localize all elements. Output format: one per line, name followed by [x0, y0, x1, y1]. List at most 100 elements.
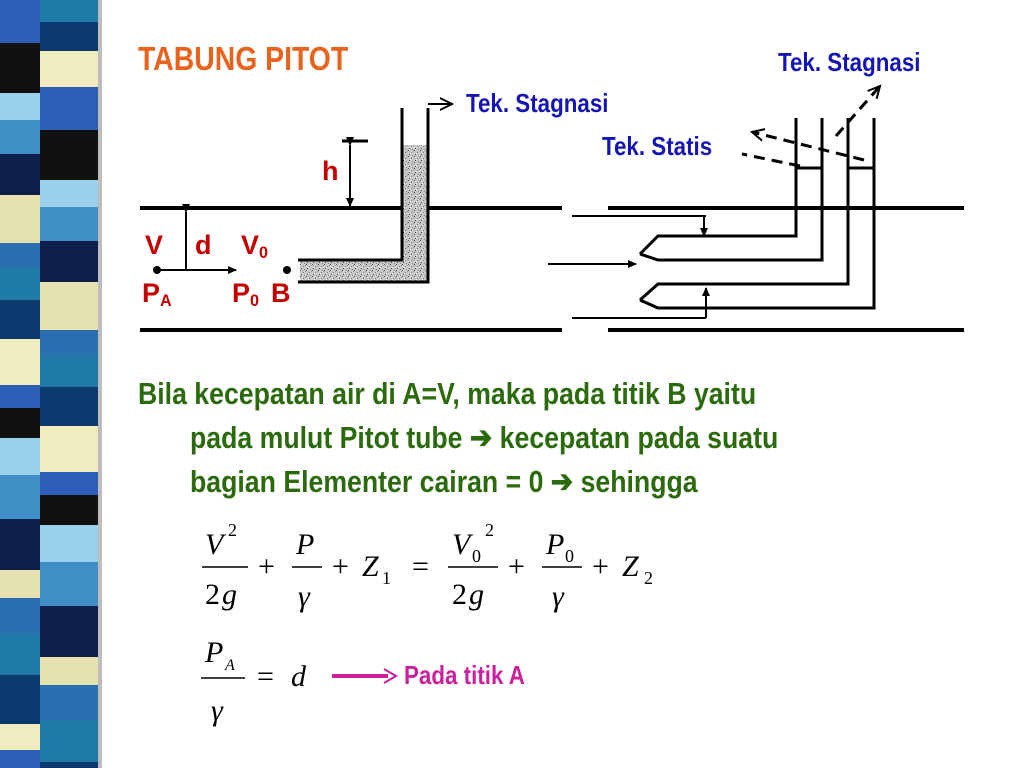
strip-block [40, 0, 98, 22]
strip-block [40, 525, 98, 562]
strip-block [40, 562, 98, 606]
svg-text:+: + [258, 550, 275, 583]
pitot-tube-outer-wall [298, 108, 430, 284]
bernoulli-equation: V 2 2 g + P γ + Z 1 = V 0 2 2 g + P 0 γ … [202, 520, 653, 613]
right-arrow-icon: ➔ [469, 420, 493, 455]
svg-text:γ: γ [298, 580, 311, 613]
label-d: d [195, 230, 212, 260]
strip-block [0, 268, 40, 300]
svg-text:Z: Z [362, 550, 379, 583]
svg-text:P: P [204, 636, 223, 669]
strip-block [40, 87, 98, 130]
leader-statis-1 [752, 132, 865, 162]
svg-text:A: A [224, 657, 235, 674]
strip-block [0, 93, 40, 120]
paragraph-line-3: bagian Elementer cairan = 0 ➔ sehingga [190, 464, 698, 499]
svg-text:g: g [222, 578, 237, 611]
pink-arrow-icon [332, 668, 398, 684]
strip-block [0, 750, 40, 768]
pitot-tube-inner-wall [298, 108, 404, 262]
svg-text:γ: γ [211, 694, 224, 727]
strip-block [40, 495, 98, 525]
svg-text:0: 0 [565, 546, 574, 566]
strip-block [40, 22, 98, 51]
strip-block [0, 633, 40, 675]
svg-text:2: 2 [228, 520, 237, 540]
strip-block [40, 180, 98, 207]
strip-block [0, 43, 40, 93]
decorative-side-strip [0, 0, 118, 768]
body-paragraph: Bila kecepatan air di A=V, maka pada tit… [138, 372, 874, 504]
strip-block [40, 762, 98, 768]
svg-text:0: 0 [472, 546, 481, 566]
strip-block [0, 570, 40, 598]
svg-text:g: g [469, 578, 484, 611]
svg-text:1: 1 [382, 568, 391, 588]
strip-block [40, 207, 98, 241]
paragraph-line-2: pada mulut Pitot tube ➔ kecepatan pada s… [190, 420, 779, 455]
strip-block [40, 355, 98, 387]
strip-block [0, 438, 40, 475]
strip-block [40, 685, 98, 720]
strip-block [0, 475, 40, 519]
strip-block [0, 195, 40, 243]
strip-block [40, 51, 98, 87]
strip-block [40, 657, 98, 685]
label-pa: PA [142, 278, 172, 311]
strip-block [0, 120, 40, 154]
svg-text:P: P [295, 528, 314, 561]
svg-text:2: 2 [452, 578, 467, 611]
svg-text:=: = [412, 550, 429, 583]
svg-text:+: + [592, 550, 609, 583]
strip-block [0, 724, 40, 750]
pressure-head-equation: P A γ = d [201, 636, 307, 727]
label-tek-stagnasi-right: Tek. Stagnasi [778, 47, 921, 77]
eq1-v: V [205, 528, 227, 561]
label-h: h [322, 156, 339, 186]
prandtl-tube [638, 118, 876, 310]
label-tek-statis: Tek. Statis [602, 131, 713, 161]
strip-block [0, 408, 40, 438]
svg-text:=: = [257, 660, 274, 693]
svg-text:V: V [452, 528, 474, 561]
svg-text:γ: γ [552, 580, 565, 613]
strip-block [0, 300, 40, 339]
strip-block [40, 130, 98, 180]
strip-block [40, 387, 98, 426]
strip-block [0, 154, 40, 195]
svg-text:2: 2 [644, 568, 653, 588]
strip-block [40, 426, 98, 472]
svg-text:2: 2 [485, 520, 494, 540]
svg-text:2: 2 [205, 578, 220, 611]
strip-block [0, 339, 40, 385]
svg-text:Z: Z [622, 550, 639, 583]
strip-block [40, 606, 98, 657]
strip-block [40, 282, 98, 330]
strip-block [0, 675, 40, 724]
svg-text:+: + [332, 550, 349, 583]
strip-block [0, 243, 40, 268]
label-tek-stagnasi-left: Tek. Stagnasi [466, 88, 609, 118]
svg-text:P: P [545, 528, 564, 561]
right-arrow-icon: ➔ [550, 464, 574, 499]
paragraph-line-1: Bila kecepatan air di A=V, maka pada tit… [138, 376, 757, 411]
strip-block [0, 598, 40, 633]
strip-block [0, 385, 40, 408]
strip-block [40, 241, 98, 282]
strip-block [40, 720, 98, 762]
note-pada-titik-a: Pada titik A [404, 660, 525, 690]
leader-stagnasi-right [834, 86, 880, 137]
label-p0: P0 [232, 278, 260, 311]
pitot-diagram [140, 0, 964, 332]
label-v: V [145, 230, 164, 260]
slide-title: TABUNG PITOT [138, 40, 349, 77]
strip-block [0, 0, 40, 43]
label-v0: V0 [241, 230, 269, 263]
strip-block [40, 330, 98, 355]
strip-block [40, 472, 98, 495]
svg-text:d: d [291, 660, 307, 693]
svg-text:+: + [508, 550, 525, 583]
label-b: B [271, 278, 291, 308]
leader-statis-2 [741, 152, 801, 168]
strip-block [0, 519, 40, 570]
